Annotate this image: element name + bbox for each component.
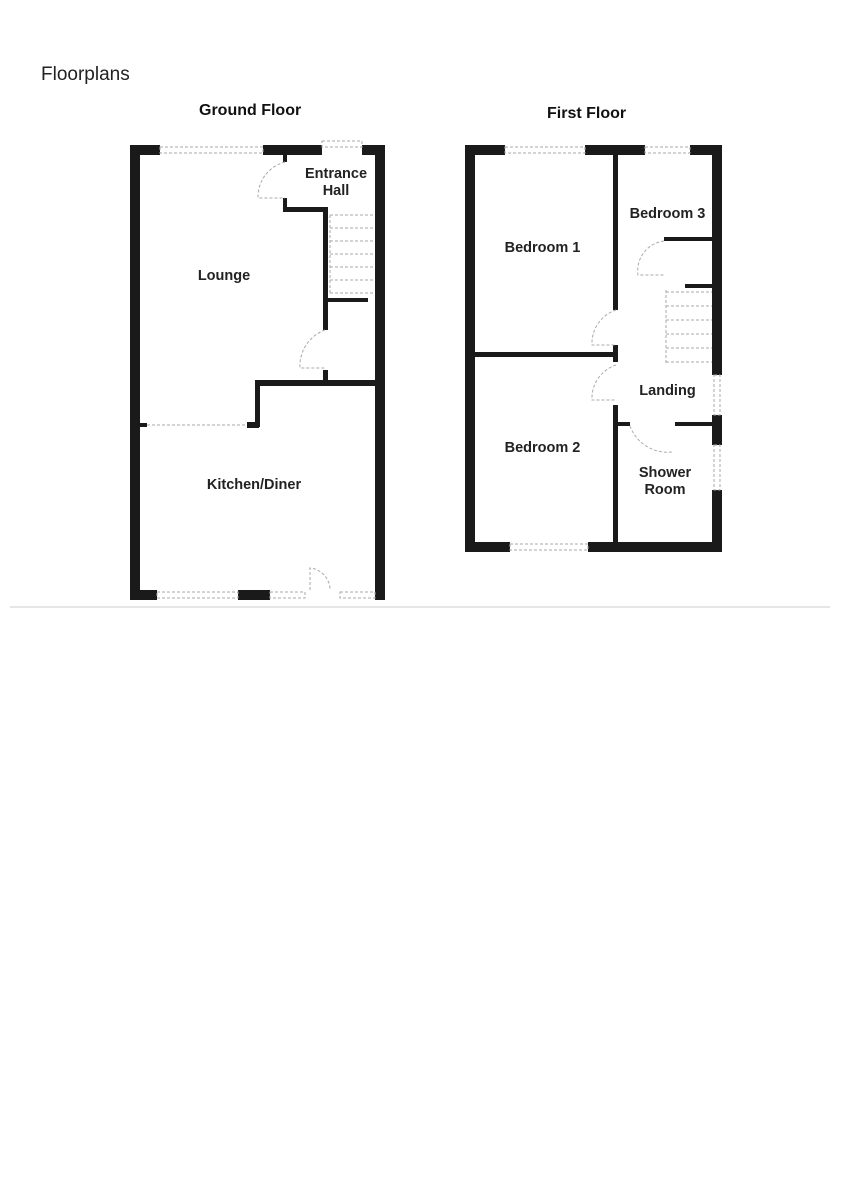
room-label-shower-room: Shower Room [638,465,692,498]
room-label-landing: Landing [639,383,696,399]
room-label-lounge: Lounge [197,268,251,284]
ground-floor-fixtures [147,140,376,599]
room-label-bedroom-2: Bedroom 2 [504,440,581,456]
page-title: Floorplans [41,64,130,85]
room-label-kitchen-diner: Kitchen/Diner [206,477,302,493]
ground-floor-walls [130,145,385,600]
room-label-bedroom-3: Bedroom 3 [629,206,706,222]
first-floor-walls [465,145,722,552]
room-label-bedroom-1: Bedroom 1 [504,240,581,256]
first-floor-fixtures [504,146,721,551]
room-label-entrance-hall: Entrance Hall [304,166,368,199]
first-floor-title: First Floor [547,105,627,122]
ground-floor-title: Ground Floor [199,102,302,119]
